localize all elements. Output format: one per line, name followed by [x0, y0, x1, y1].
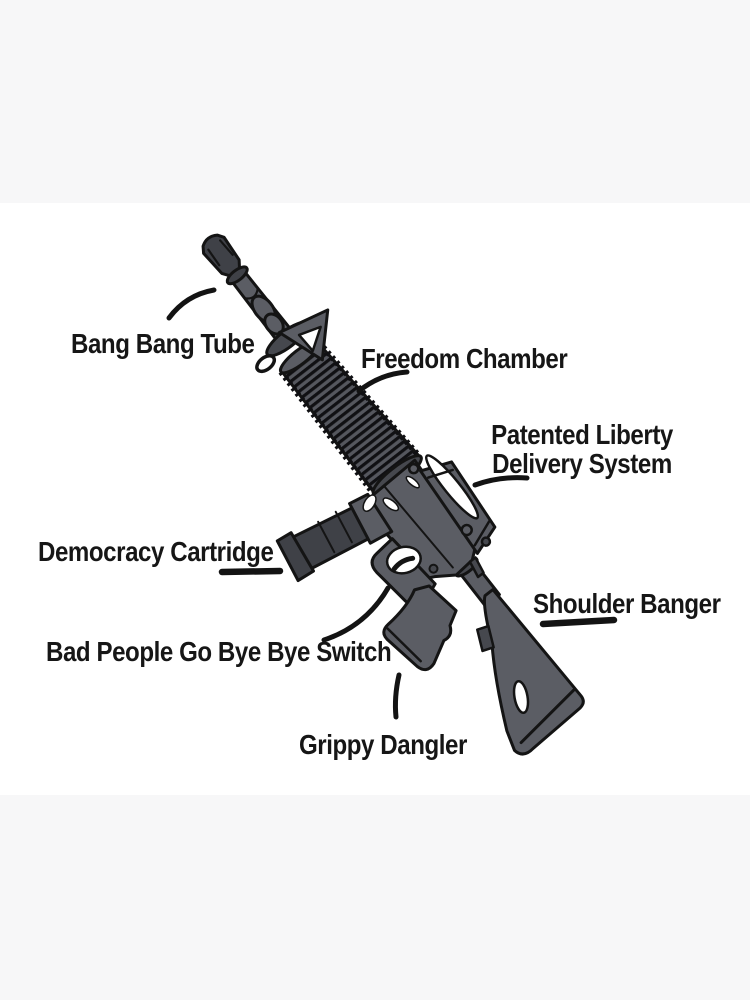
pointer-patented-liberty: [472, 475, 530, 488]
trigger: [391, 555, 416, 572]
rear-sight-knob: [480, 536, 492, 547]
label-democracy-cartridge: Democracy Cartridge: [38, 536, 274, 567]
background-band-top: [0, 0, 750, 203]
buttpad-seam: [519, 688, 576, 745]
background-band-bottom: [0, 795, 750, 1000]
rifle: [201, 233, 585, 756]
carry-handle-slot: [424, 454, 480, 520]
pointer-grippy-dangler: [392, 672, 402, 720]
pointer-bad-people-switch: [321, 585, 391, 643]
handguard-rib-edge: [278, 370, 375, 494]
takedown-pin: [460, 523, 473, 537]
pointer-democracy-cartridge: [218, 567, 284, 576]
front-sight-hole: [297, 325, 322, 353]
receiver-seam: [383, 485, 454, 569]
magazine-baseplate: [275, 531, 315, 583]
carry-handle-post: [473, 520, 491, 547]
selector-pin: [428, 563, 439, 574]
pivot-pin: [407, 462, 420, 475]
label-patented-liberty-line1: Patented Liberty: [491, 419, 673, 450]
grip-cap-line: [386, 627, 422, 663]
carry-handle-post: [427, 468, 454, 479]
buttstock: [482, 588, 585, 756]
pointer-freedom-chamber: [356, 369, 410, 394]
label-freedom-chamber: Freedom Chamber: [361, 343, 568, 374]
handguard-rib-edge: [316, 340, 421, 457]
magazine-rib: [334, 510, 353, 544]
flash-hider-slot: [207, 248, 221, 267]
pointer-lines: [166, 287, 618, 720]
highlight-sliver: [405, 475, 420, 489]
stock-slot: [512, 679, 530, 715]
charging-handle: [468, 556, 485, 579]
label-bad-people-switch: Bad People Go Bye Bye Switch: [46, 636, 392, 667]
label-patented-liberty: Patented Liberty Delivery System: [467, 419, 697, 479]
label-bang-bang-tube: Bang Bang Tube: [71, 328, 255, 359]
label-shoulder-banger: Shoulder Banger: [533, 588, 721, 619]
pointer-shoulder-banger: [539, 616, 618, 628]
label-patented-liberty-line2: Delivery System: [492, 447, 672, 479]
stock-latch: [476, 624, 495, 653]
highlight-sliver: [362, 494, 377, 512]
label-grippy-dangler: Grippy Dangler: [299, 729, 467, 760]
barrel-collar: [225, 265, 249, 286]
sling-swivel: [255, 354, 277, 374]
magwell: [348, 492, 394, 545]
flash-hider-slot: [219, 239, 234, 256]
pointer-bang-bang-tube: [166, 287, 217, 321]
highlight-sliver: [382, 497, 400, 512]
pistol-grip: [382, 584, 458, 672]
magazine-rib: [317, 520, 336, 554]
